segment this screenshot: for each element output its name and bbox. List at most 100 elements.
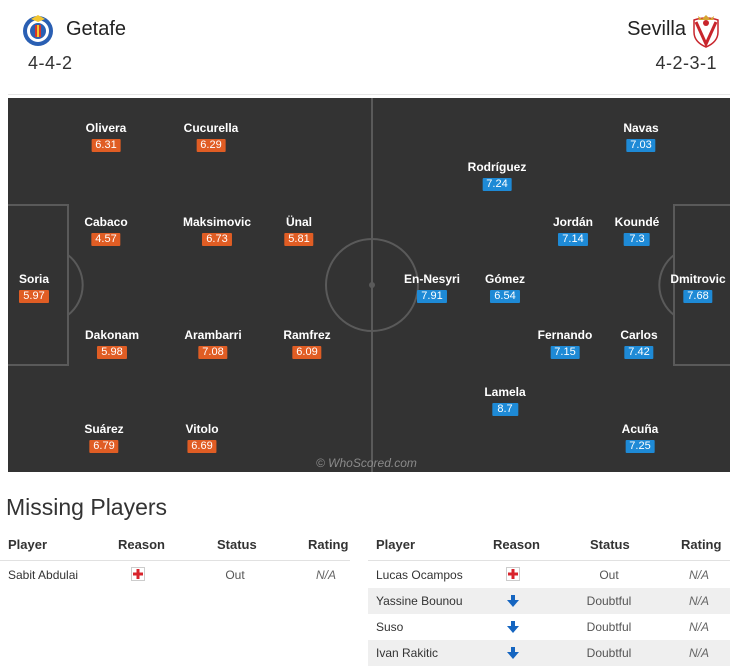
away-player[interactable]: En-Nesyri 7.91: [404, 272, 460, 304]
missing-status: Doubtful: [586, 646, 632, 660]
home-player[interactable]: Cabaco 4.57: [84, 215, 128, 247]
home-player[interactable]: Ünal 5.81: [284, 215, 314, 247]
doubtful-arrow-icon: [507, 621, 519, 633]
header-divider: [8, 94, 730, 95]
table-row[interactable]: Lucas Ocampos Out N/A: [368, 562, 730, 588]
player-name: Ünal: [285, 215, 313, 229]
player-name: Jordán: [552, 215, 594, 229]
away-player[interactable]: Jordán 7.14: [553, 215, 593, 247]
home-player[interactable]: Suárez 6.79: [84, 422, 124, 454]
home-player[interactable]: Olivera 6.31: [85, 121, 127, 153]
away-player[interactable]: Carlos 7.42: [620, 328, 658, 360]
player-rating: 5.97: [19, 290, 49, 303]
player-name: Maksimovic: [182, 215, 252, 229]
table-row[interactable]: Suso Doubtful N/A: [368, 614, 730, 640]
home-player[interactable]: Maksimovic 6.73: [183, 215, 251, 247]
missing-rating: N/A: [688, 594, 710, 608]
away-player[interactable]: Fernando 7.15: [537, 328, 593, 360]
away-player[interactable]: Rodríguez 7.24: [467, 160, 527, 192]
missing-player-name[interactable]: Lucas Ocampos: [376, 568, 463, 582]
player-name: Dmitrovic: [670, 272, 726, 286]
missing-status: Doubtful: [586, 594, 632, 608]
player-name: Gómez: [484, 272, 526, 286]
pitch: Olivera 6.31 Cucurella 6.29 Cabaco 4.57 …: [8, 98, 730, 472]
missing-status: Out: [225, 568, 245, 582]
home-player[interactable]: Ramfrez 6.09: [283, 328, 331, 360]
col-reason-header: Reason: [493, 537, 540, 552]
missing-rating: N/A: [315, 568, 337, 582]
home-team-name[interactable]: Getafe: [66, 18, 127, 40]
col-status-header: Status: [590, 537, 630, 552]
header-divider: [368, 560, 730, 561]
away-player[interactable]: Lamela 8.7: [484, 385, 526, 417]
player-name: Acuña: [621, 422, 659, 436]
missing-rating: N/A: [688, 620, 710, 634]
home-player[interactable]: Vitolo 6.69: [185, 422, 219, 454]
player-name: Carlos: [620, 328, 658, 342]
player-rating: 7.03: [626, 139, 656, 152]
col-player-header: Player: [376, 537, 416, 552]
player-rating: 7.42: [624, 346, 654, 359]
away-missing-table: Player Reason Status Rating Lucas Ocampo…: [368, 532, 730, 668]
away-team-name[interactable]: Sevilla: [627, 18, 686, 40]
home-player[interactable]: Arambarri 7.08: [184, 328, 242, 360]
missing-player-name[interactable]: Yassine Bounou: [376, 594, 463, 608]
table-row[interactable]: Yassine Bounou Doubtful N/A: [368, 588, 730, 614]
doubtful-arrow-icon: [507, 595, 519, 607]
match-header: Getafe 4-4-2 Sevilla 4-2-3-1: [0, 0, 730, 96]
away-player[interactable]: Koundé 7.3: [614, 215, 660, 247]
missing-status: Out: [599, 568, 619, 582]
player-name: Lamela: [484, 385, 526, 399]
player-rating: 7.25: [625, 440, 655, 453]
col-rating-header: Rating: [308, 537, 349, 552]
player-rating: 5.98: [97, 346, 127, 359]
player-rating: 5.81: [284, 233, 314, 246]
table-row[interactable]: Ivan Rakitic Doubtful N/A: [368, 640, 730, 666]
table-row[interactable]: Sabit Abdulai Out N/A: [0, 562, 350, 588]
col-status-header: Status: [217, 537, 257, 552]
header-divider: [0, 560, 350, 561]
player-name: Vitolo: [185, 422, 219, 436]
away-player[interactable]: Acuña 7.25: [621, 422, 659, 454]
player-name: Olivera: [85, 121, 127, 135]
missing-players-title: Missing Players: [6, 494, 168, 520]
col-rating-header: Rating: [681, 537, 722, 552]
player-name: Koundé: [614, 215, 660, 229]
player-rating: 7.68: [683, 290, 713, 303]
missing-rating: N/A: [688, 646, 710, 660]
home-player[interactable]: Cucurella 6.29: [183, 121, 239, 153]
player-rating: 7.15: [550, 346, 580, 359]
player-rating: 4.57: [91, 233, 121, 246]
missing-player-name[interactable]: Ivan Rakitic: [376, 646, 439, 660]
missing-status: Doubtful: [586, 620, 632, 634]
away-player[interactable]: Navas 7.03: [623, 121, 659, 153]
player-rating: 6.29: [196, 139, 226, 152]
player-name: Fernando: [537, 328, 593, 342]
home-missing-table: Player Reason Status Rating Sabit Abdula…: [0, 532, 360, 592]
missing-player-name[interactable]: Suso: [376, 620, 404, 634]
player-name: Soria: [18, 272, 50, 286]
player-name: Dakonam: [84, 328, 140, 342]
away-player[interactable]: Dmitrovic 7.68: [670, 272, 726, 304]
missing-player-name[interactable]: Sabit Abdulai: [8, 568, 79, 582]
away-player[interactable]: Gómez 6.54: [485, 272, 525, 304]
player-rating: 6.79: [89, 440, 119, 453]
away-formation: 4-2-3-1: [655, 53, 717, 73]
doubtful-arrow-icon: [507, 647, 519, 659]
player-rating: 7.14: [558, 233, 588, 246]
injury-icon: [506, 567, 520, 581]
player-name: Rodríguez: [467, 160, 527, 174]
player-rating: 6.54: [490, 290, 520, 303]
player-rating: 7.08: [198, 346, 228, 359]
missing-rating: N/A: [688, 568, 710, 582]
home-player[interactable]: Soria 5.97: [19, 272, 49, 304]
sevilla-crest-icon: [693, 15, 719, 48]
home-formation: 4-4-2: [28, 53, 73, 73]
pitch-lines: [8, 98, 730, 472]
player-rating: 6.09: [292, 346, 322, 359]
player-rating: 6.69: [187, 440, 217, 453]
player-name: En-Nesyri: [403, 272, 461, 286]
home-player[interactable]: Dakonam 5.98: [85, 328, 139, 360]
player-name: Cucurella: [183, 121, 239, 135]
whoscored-watermark: © WhoScored.com: [316, 456, 417, 470]
